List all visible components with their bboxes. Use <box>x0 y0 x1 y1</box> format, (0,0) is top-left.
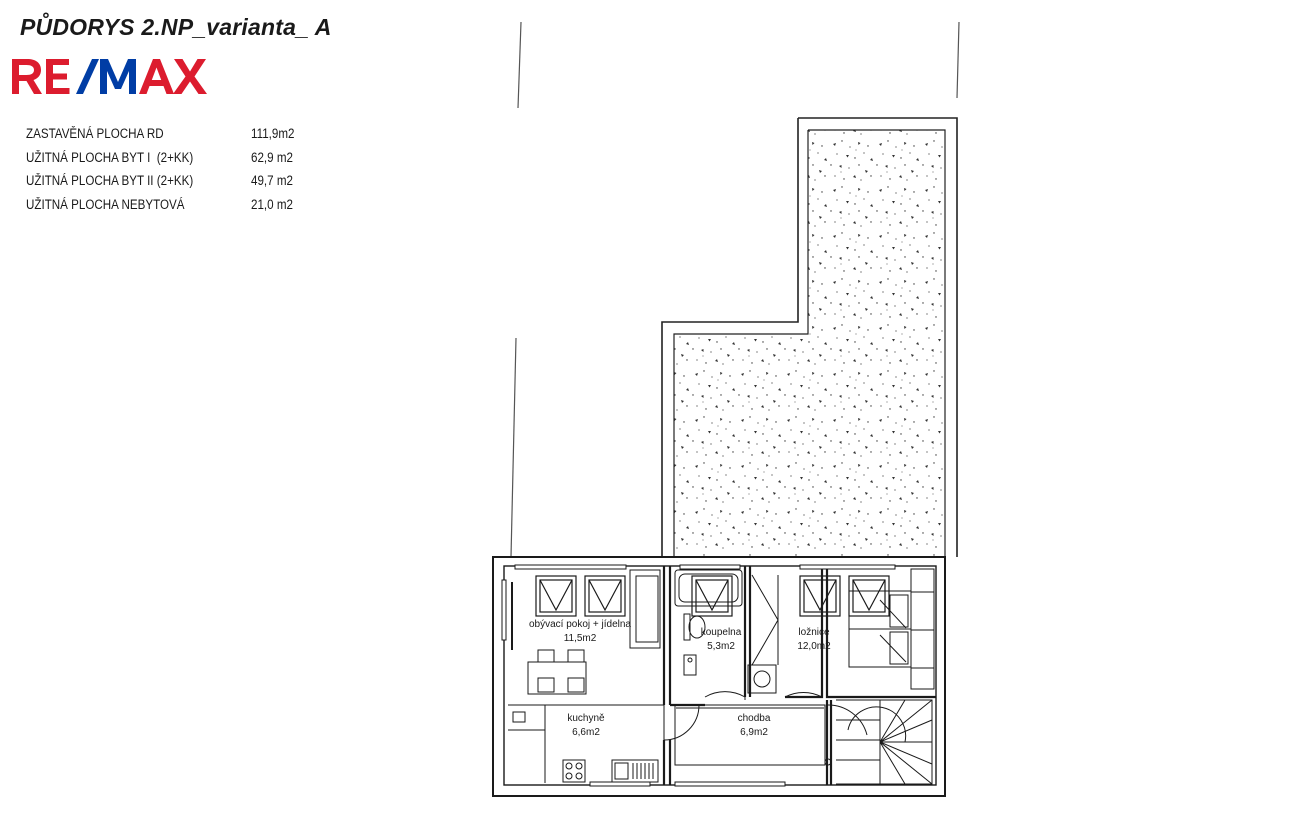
room-area-bathroom: 5,3m2 <box>707 641 735 652</box>
doors <box>663 691 868 741</box>
front-windows <box>501 564 896 787</box>
area-row: UŽITNÁ PLOCHA BYT II (2+KK) 49,7 m2 <box>26 173 316 197</box>
interior-walls <box>662 566 936 785</box>
skylights <box>535 575 890 617</box>
room-area-kitchen: 6,6m2 <box>572 727 600 738</box>
staircase <box>836 699 933 785</box>
kitchen-furniture <box>508 704 664 783</box>
area-label: UŽITNÁ PLOCHA NEBYTOVÁ <box>26 196 185 212</box>
room-area-living: 11,5m2 <box>564 633 597 644</box>
terrace <box>661 117 958 557</box>
room-name-hallway: chodba <box>738 713 771 724</box>
bathroom-fixtures <box>674 569 779 694</box>
corridor-counter <box>674 704 832 766</box>
area-value: 111,9m2 <box>251 126 295 141</box>
page-title: PŮDORYS 2.NP_varianta_ A <box>20 14 332 40</box>
area-label: UŽITNÁ PLOCHA BYT I (2+KK) <box>26 149 194 165</box>
room-name-living: obývací pokoj + jídelna <box>529 619 631 630</box>
area-value: 62,9 m2 <box>251 149 293 165</box>
room-area-hallway: 6,9m2 <box>740 727 768 738</box>
area-row: UŽITNÁ PLOCHA BYT I (2+KK) 62,9 m2 <box>26 150 316 174</box>
area-value: 49,7 m2 <box>251 173 293 188</box>
area-label: UŽITNÁ PLOCHA BYT II (2+KK) <box>26 173 194 188</box>
site-boundary <box>510 21 960 558</box>
area-row: ZASTAVĚNÁ PLOCHA RD 111,9m2 <box>26 126 316 150</box>
bedroom-furniture <box>848 568 935 690</box>
area-label: ZASTAVĚNÁ PLOCHA RD <box>26 126 164 141</box>
remax-logo-graphic <box>12 59 207 94</box>
living-furniture <box>511 569 661 695</box>
room-name-bathroom: koupelna <box>701 627 742 638</box>
room-name-bedroom: ložnice <box>798 627 830 638</box>
room-area-bedroom: 12,0m2 <box>797 641 831 652</box>
area-summary: ZASTAVĚNÁ PLOCHA RD 111,9m2 UŽITNÁ PLOCH… <box>26 126 316 220</box>
room-name-kitchen: kuchyně <box>567 713 605 724</box>
remax-logo <box>10 55 215 102</box>
area-row: UŽITNÁ PLOCHA NEBYTOVÁ 21,0 m2 <box>26 197 316 221</box>
area-value: 21,0 m2 <box>251 196 293 212</box>
